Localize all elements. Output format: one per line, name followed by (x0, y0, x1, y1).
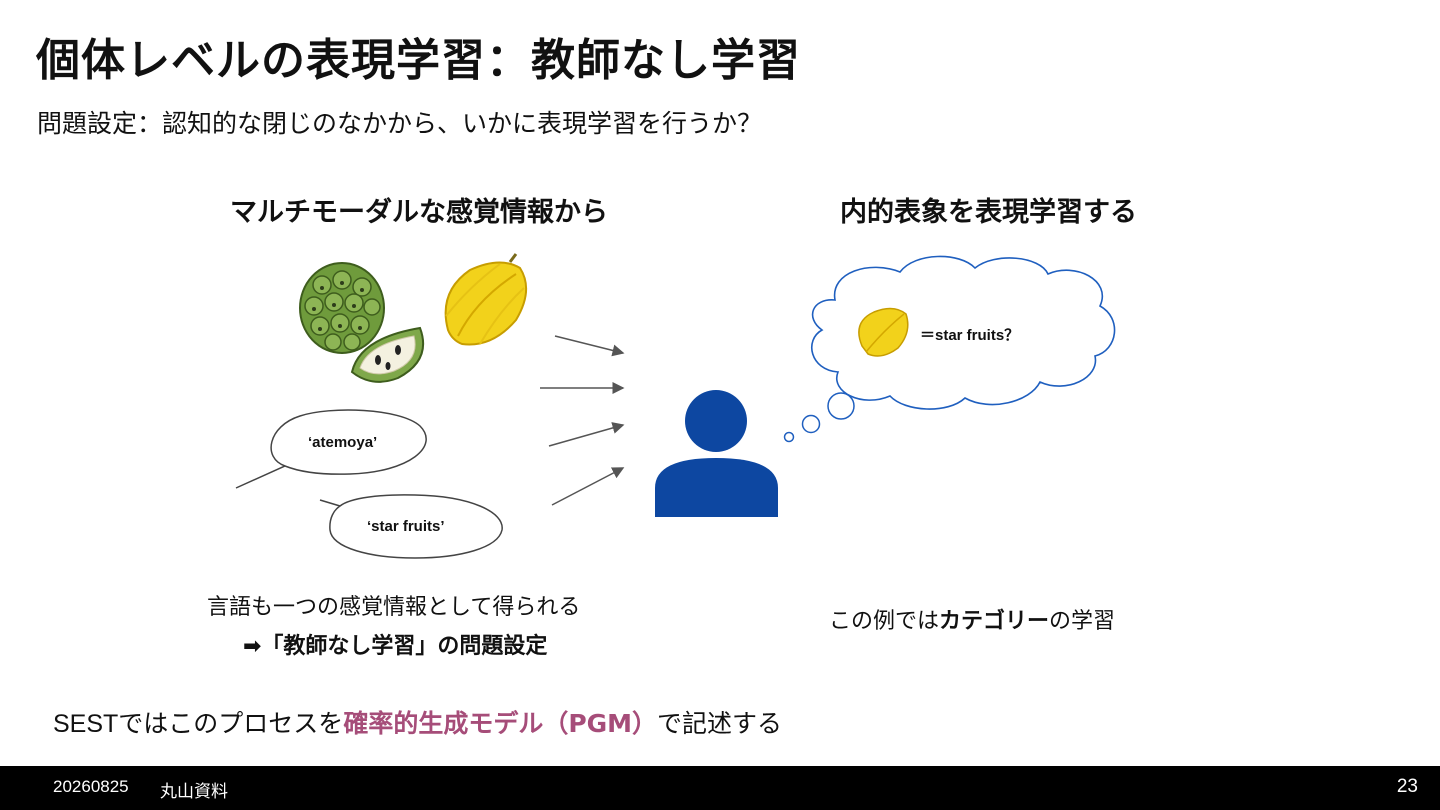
page-number: 23 (1396, 776, 1418, 797)
pgm-suffix: で記述する (657, 709, 783, 738)
speech-bubble-star-fruits (319, 494, 503, 559)
right-caption: この例ではカテゴリーの学習 (829, 603, 1115, 635)
right-heading: 内的表象を表現学習する (840, 197, 1137, 228)
person-icon (655, 390, 778, 517)
footer-author: 丸山資料 (160, 782, 228, 802)
right-caption-suffix: の学習 (1049, 609, 1116, 634)
left-caption-line-1: 言語も一つの感覚情報として得られる (207, 595, 581, 620)
speech-bubble-atemoya (235, 409, 427, 489)
left-heading: マルチモーダルな感覚情報から (230, 197, 608, 228)
slide-subtitle: 問題設定：認知的な閉じのなかから、いかに表現学習を行うか？ (37, 109, 763, 138)
pgm-statement: SESTではこのプロセスを確率的生成モデル（PGM）で記述する (53, 704, 782, 740)
bubble-label-atemoya: ‘atemoya’ (308, 434, 378, 451)
star-fruit-icon (444, 253, 527, 346)
star-fruit-thought-icon (858, 307, 909, 357)
input-arrows (540, 335, 625, 506)
bubble-label-star-fruits: ‘star fruits’ (367, 518, 445, 535)
thought-label: ＝star fruits？ (920, 327, 1020, 344)
footer-bar: 20260825 丸山資料 23 (0, 766, 1440, 810)
slide-title: 個体レベルの表現学習：教師なし学習 (36, 35, 801, 86)
thought-cloud (811, 255, 1116, 410)
pgm-prefix-latin: SEST (53, 710, 119, 738)
footer-date: 20260825 (53, 777, 129, 796)
atemoya-slice-icon (350, 326, 425, 383)
pgm-highlight: 確率的生成モデル（PGM） (343, 709, 658, 738)
thought-dots (783, 392, 855, 443)
atemoya-icon (299, 262, 385, 354)
right-caption-prefix: この例では (829, 609, 940, 634)
left-caption-line-2: ➡「教師なし学習」の問題設定 (243, 634, 548, 659)
pgm-prefix-jp: ではこのプロセスを (118, 709, 344, 738)
right-caption-bold: カテゴリー (939, 609, 1050, 634)
